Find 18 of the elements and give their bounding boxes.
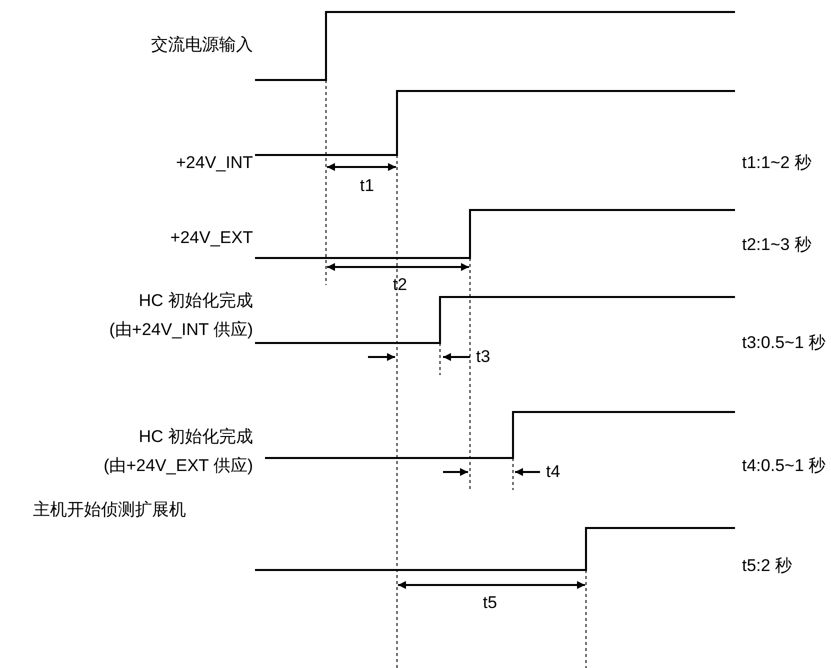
time-label: t1 <box>360 176 374 196</box>
signal-name: +24V_EXT <box>170 228 253 248</box>
timing-note: t1:1~2 秒 <box>742 153 812 173</box>
signal-name: (由+24V_EXT 供应) <box>104 456 253 476</box>
timing-note: t5:2 秒 <box>742 556 792 576</box>
signal-name: HC 初始化完成 <box>138 427 253 447</box>
timing-note: t4:0.5~1 秒 <box>742 456 826 476</box>
signal-name: 交流电源输入 <box>151 35 253 55</box>
time-label: t3 <box>476 347 490 367</box>
signal-name: HC 初始化完成 <box>138 291 253 311</box>
time-label: t5 <box>482 593 498 613</box>
time-label: t4 <box>546 462 560 482</box>
timing-note: t3:0.5~1 秒 <box>742 333 826 353</box>
time-label: t2 <box>392 275 408 295</box>
signal-name: 主机开始侦测扩展机 <box>33 500 186 520</box>
timing-note: t2:1~3 秒 <box>742 235 812 255</box>
signal-name: +24V_INT <box>176 153 253 173</box>
signal-name: (由+24V_INT 供应) <box>109 320 253 340</box>
